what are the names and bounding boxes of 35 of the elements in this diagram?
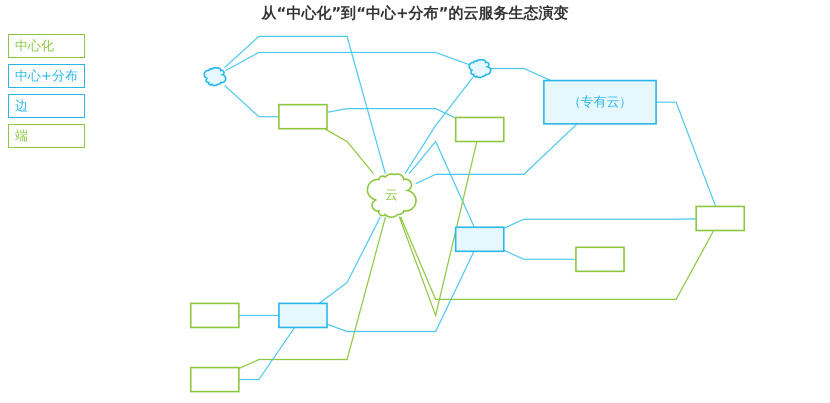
node-box xyxy=(278,302,328,328)
connector xyxy=(408,140,475,228)
connector xyxy=(238,216,386,370)
zone-label: 中心+分布 xyxy=(8,64,85,88)
connector xyxy=(326,251,475,332)
connector xyxy=(238,327,296,380)
connector xyxy=(398,141,478,318)
node-box xyxy=(278,104,328,130)
connector xyxy=(324,128,374,174)
connector xyxy=(225,52,470,72)
node-box xyxy=(695,206,746,232)
connector xyxy=(400,216,714,300)
connector xyxy=(224,84,279,118)
connector xyxy=(504,250,576,260)
connector xyxy=(415,123,578,184)
connector xyxy=(504,218,696,229)
node-cloud xyxy=(203,66,226,86)
zone-label: 中心化 xyxy=(8,34,85,58)
connector xyxy=(404,77,474,174)
node-box xyxy=(454,226,505,252)
connector xyxy=(490,68,552,82)
connector xyxy=(656,102,716,207)
node-box xyxy=(454,116,505,142)
node-box xyxy=(190,366,240,392)
connector xyxy=(318,216,381,304)
zone-label: 边 xyxy=(8,94,85,118)
node-box: （专有云） xyxy=(543,80,657,125)
node-cloud xyxy=(468,58,492,78)
zone-label: 端 xyxy=(8,124,85,148)
node-box xyxy=(575,246,625,272)
title: 从“中心化”到“中心+分布”的云服务生态演变 xyxy=(260,4,570,23)
connector xyxy=(224,36,386,174)
connector xyxy=(238,314,279,316)
node-box xyxy=(190,302,240,328)
connector xyxy=(326,108,456,119)
